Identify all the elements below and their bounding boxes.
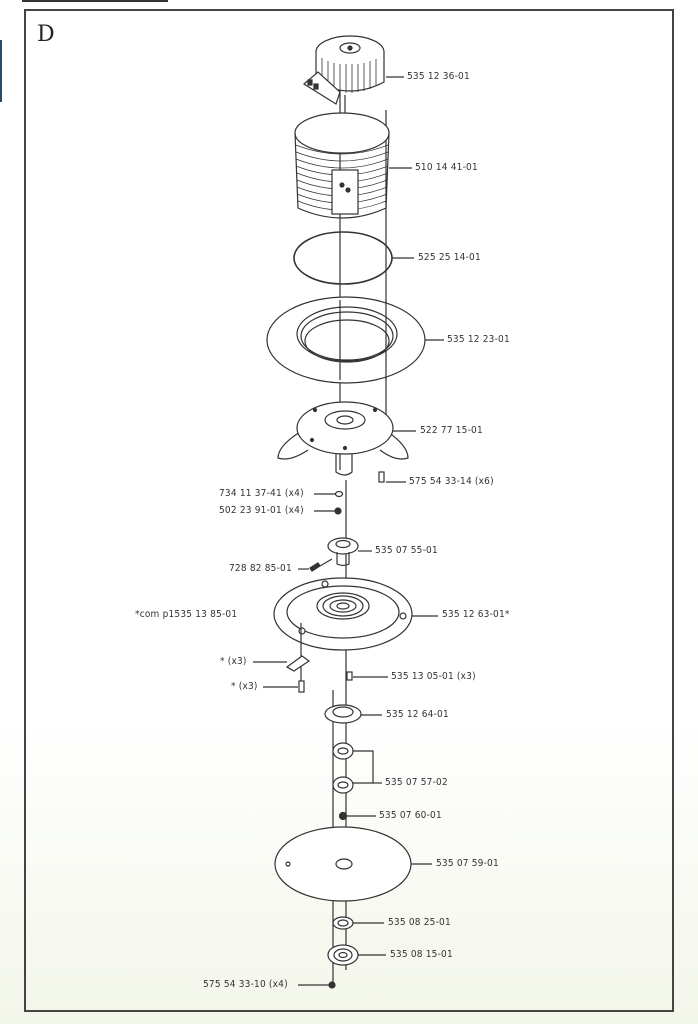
motor-drawing — [302, 35, 404, 105]
part-label-set-screw: 728 82 85-01 — [229, 563, 292, 574]
left-edge-bar — [0, 40, 2, 102]
part-label-spacer: 535 08 25-01 — [388, 917, 451, 928]
blade-kit-note: *com p1535 13 85-01 — [135, 609, 238, 620]
part-label-shaft-nut: 535 07 60-01 — [379, 810, 442, 821]
part-label-bracket-screw: 575 54 33-14 (x6) — [409, 476, 494, 487]
part-label-collar-plate: 535 12 23-01 — [447, 334, 510, 345]
top-edge-bar — [22, 0, 168, 2]
blade-disc-drawing — [273, 577, 438, 651]
disc-screw-drawing — [346, 671, 388, 681]
blade-drawing — [253, 623, 311, 693]
skid-plate-drawing — [274, 826, 432, 902]
part-label-bottom-screw: 575 54 33-10 (x4) — [203, 979, 288, 990]
section-letter: D — [37, 22, 55, 47]
part-label-nut: 502 23 91-01 (x4) — [219, 505, 304, 516]
part-label-flange: 535 08 15-01 — [390, 949, 453, 960]
part-label-o-ring: 525 25 14-01 — [418, 252, 481, 263]
part-label-bearings: 535 07 57-02 — [385, 777, 448, 788]
motor-housing-drawing — [294, 112, 412, 219]
part-label-disc-screw: 535 13 05-01 (x3) — [391, 671, 476, 682]
o-ring-drawing — [293, 231, 414, 285]
part-label-blade: * (x3) — [220, 656, 247, 667]
collar-plate-drawing — [266, 296, 444, 384]
part-label-motor: 535 12 36-01 — [407, 71, 470, 82]
part-label-bearing-housing: 535 12 64-01 — [386, 709, 449, 720]
part-label-hub: 535 07 55-01 — [375, 545, 438, 556]
part-label-motor-bracket: 522 77 15-01 — [420, 425, 483, 436]
bottom-hardware-drawing — [298, 916, 386, 989]
part-label-motor-housing: 510 14 41-01 — [415, 162, 478, 173]
bracket-screw-drawing — [378, 471, 406, 483]
part-label-washer: 734 11 37-41 (x4) — [219, 488, 304, 499]
part-label-skid-plate: 535 07 59-01 — [436, 858, 499, 869]
diagram-frame — [24, 9, 674, 1012]
bearings-drawing — [324, 704, 382, 821]
part-label-blade-disc: 535 12 63-01* — [442, 609, 510, 620]
part-label-blade-screw: * (x3) — [231, 681, 258, 692]
hub-drawing — [298, 537, 372, 572]
motor-bracket-drawing — [277, 401, 416, 476]
washer-nut-drawing — [314, 490, 344, 515]
